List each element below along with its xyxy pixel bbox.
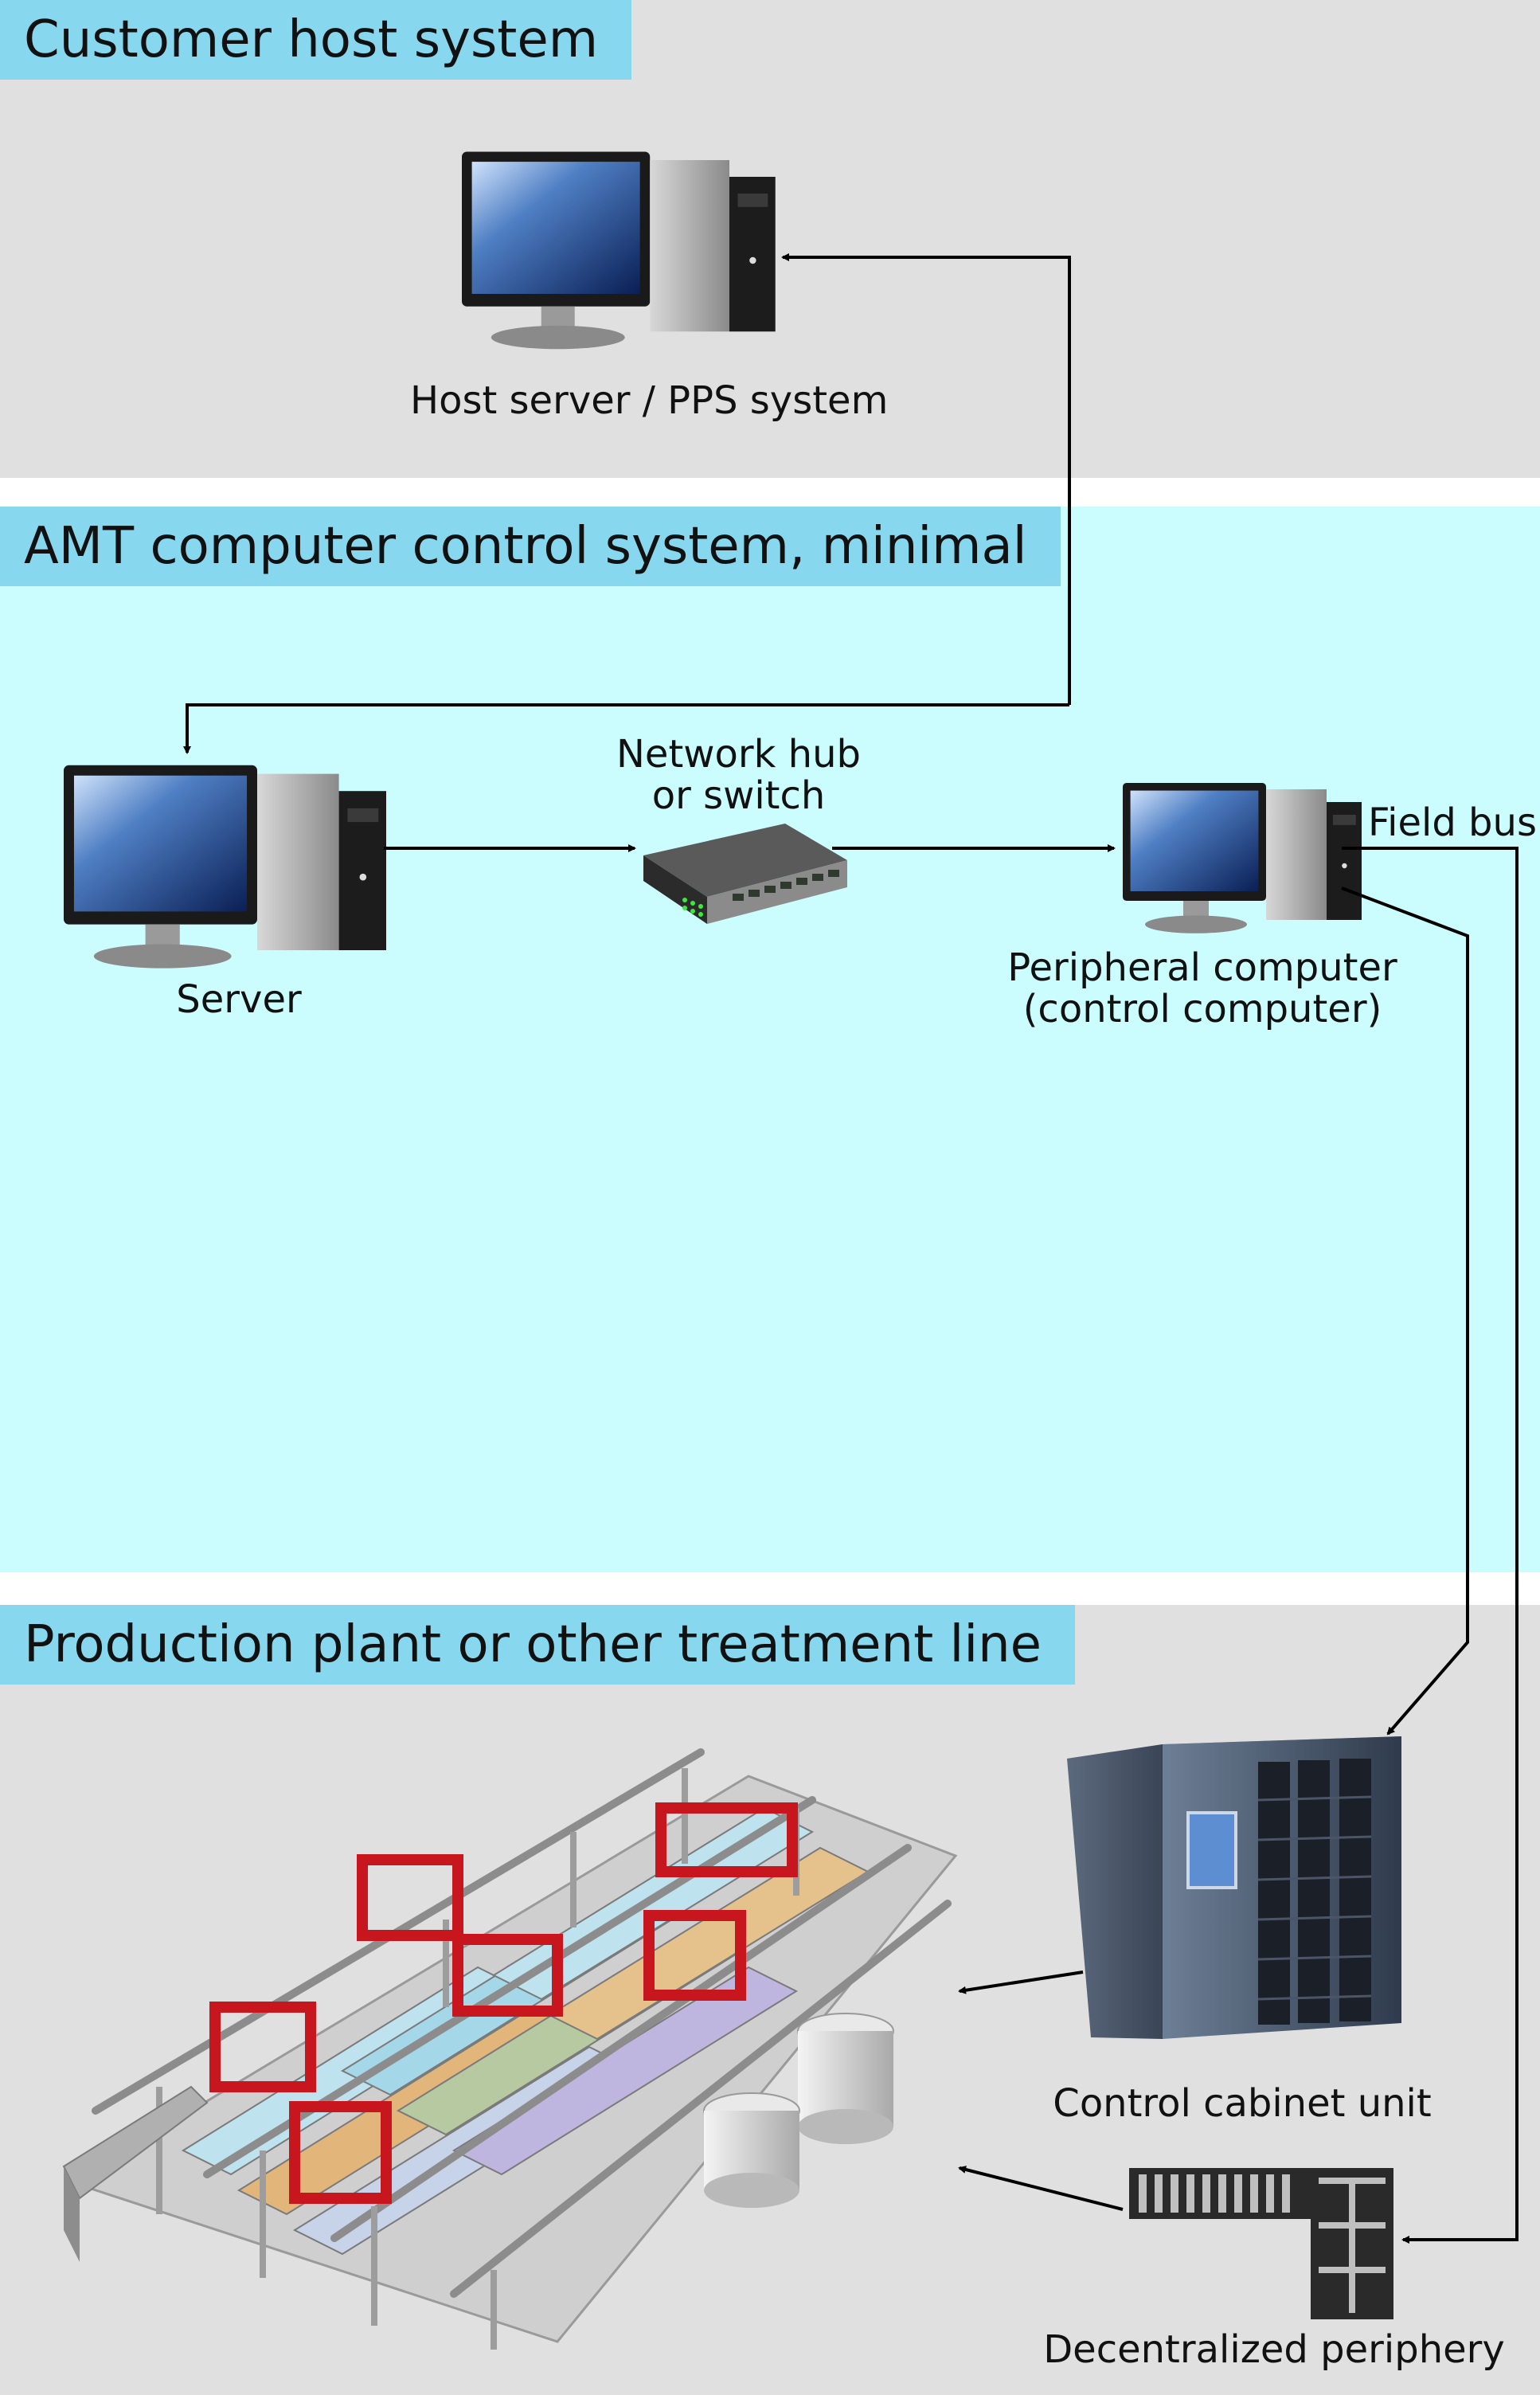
- control-cabinet-label: Control cabinet unit: [1053, 2081, 1432, 2126]
- network-switch-icon: [643, 824, 847, 924]
- decentralized-periphery-label: Decentralized periphery: [1043, 2327, 1505, 2372]
- production-plant-illustration: [62, 1748, 958, 2350]
- customer-host-section: Customer host system: [0, 0, 1540, 478]
- field-bus-label: Field bus: [1368, 800, 1537, 845]
- network-hub-label-line1: Network hub: [616, 732, 861, 777]
- server-label: Server: [176, 977, 302, 1022]
- peripheral-computer-label-line1: Peripheral computer: [1007, 945, 1397, 990]
- amt-control-section: AMT computer control system, minimal: [0, 507, 1540, 1572]
- decentralized-periphery-icon: [1129, 2168, 1393, 2319]
- peripheral-to-cabinet-arrow: [1341, 886, 1469, 1736]
- connector-lines: [183, 253, 1519, 2244]
- server-computer-icon: [64, 765, 387, 969]
- cabinet-to-plant-arrow: [958, 1970, 1084, 1994]
- peripheral-computer-icon: [1123, 783, 1362, 933]
- amt-control-title: AMT computer control system, minimal: [0, 507, 1061, 586]
- peripheral-computer-label-line2: (control computer): [1022, 987, 1382, 1031]
- network-hub-label-line2: or switch: [651, 773, 826, 818]
- periphery-to-plant-arrow: [958, 2166, 1124, 2211]
- customer-host-title: Customer host system: [0, 0, 632, 80]
- host-server-computer-icon: [462, 151, 776, 350]
- server-link-arrow: [183, 703, 1069, 754]
- control-cabinet-icon: [1067, 1736, 1401, 2039]
- field-bus-line: [1342, 847, 1519, 2244]
- host-server-label: Host server / PPS system: [410, 378, 889, 423]
- host-server-link-arrow: [781, 253, 1071, 705]
- production-plant-title: Production plant or other treatment line: [0, 1605, 1076, 1685]
